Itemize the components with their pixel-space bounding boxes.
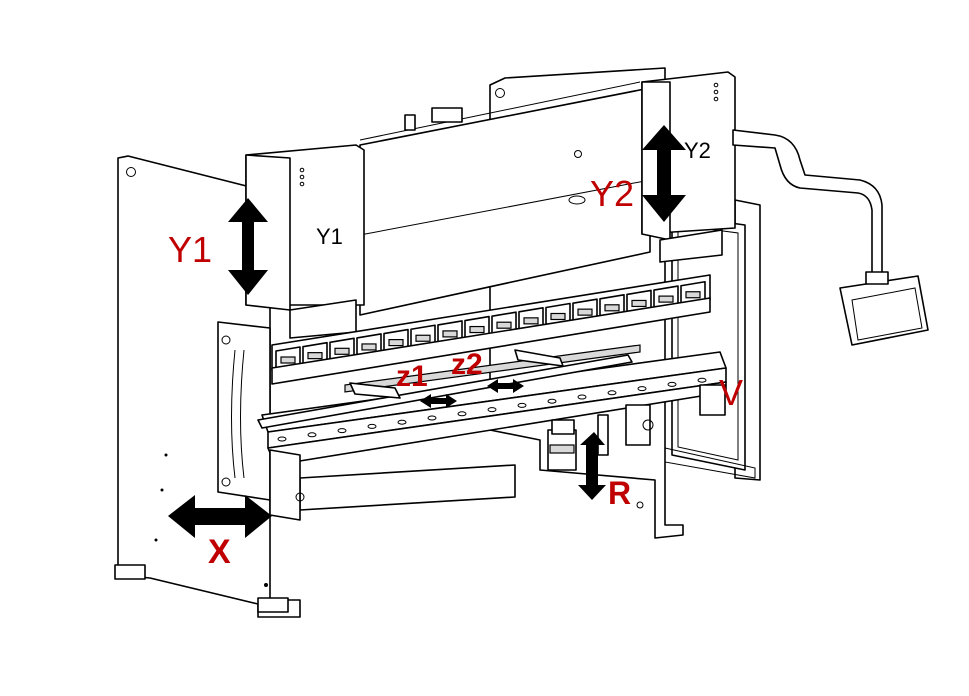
y1-plate-label: Y1 bbox=[316, 224, 343, 249]
bed-hole bbox=[577, 394, 587, 400]
upper-tool-clamps bbox=[271, 274, 711, 385]
bed-hole bbox=[547, 398, 557, 404]
r-axis-motor bbox=[547, 404, 654, 471]
x-arrow-icon bbox=[168, 495, 272, 538]
y2-arrow-icon bbox=[642, 125, 686, 222]
y2-plate-label: Y2 bbox=[684, 138, 711, 163]
bed-hole bbox=[667, 381, 677, 387]
bed-hole bbox=[397, 419, 407, 425]
z2-arrow-icon bbox=[487, 379, 524, 393]
r-axis-label: R bbox=[608, 475, 631, 511]
z2-axis-label: z2 bbox=[451, 348, 483, 381]
bed-hole bbox=[487, 407, 497, 413]
frame-dots bbox=[154, 453, 644, 542]
v-axis-block bbox=[699, 384, 726, 416]
bed-hole bbox=[607, 390, 617, 396]
control-pendant bbox=[732, 129, 929, 346]
x-axis-label: X bbox=[208, 533, 231, 571]
bed-hole bbox=[517, 402, 527, 408]
bed-hole bbox=[697, 377, 707, 383]
upper-beam bbox=[359, 81, 651, 316]
z1-arrow-icon bbox=[420, 394, 457, 408]
bed-hole bbox=[427, 415, 437, 421]
lower-beam bbox=[217, 321, 727, 521]
bed-hole bbox=[337, 428, 347, 434]
bed-hole bbox=[277, 436, 287, 442]
bed-hole bbox=[637, 386, 647, 392]
r-arrow-icon bbox=[578, 432, 606, 500]
y1-axis-label: Y1 bbox=[168, 229, 212, 270]
backgauge-rail bbox=[257, 344, 641, 429]
z1-axis-label: z1 bbox=[396, 360, 428, 393]
bed-hole bbox=[307, 432, 317, 438]
bed-hole bbox=[367, 423, 377, 429]
y2-axis-label: Y2 bbox=[590, 173, 634, 214]
y1-arrow-icon bbox=[228, 198, 268, 295]
v-axis-label: V bbox=[719, 372, 743, 413]
bed-hole bbox=[457, 411, 467, 417]
